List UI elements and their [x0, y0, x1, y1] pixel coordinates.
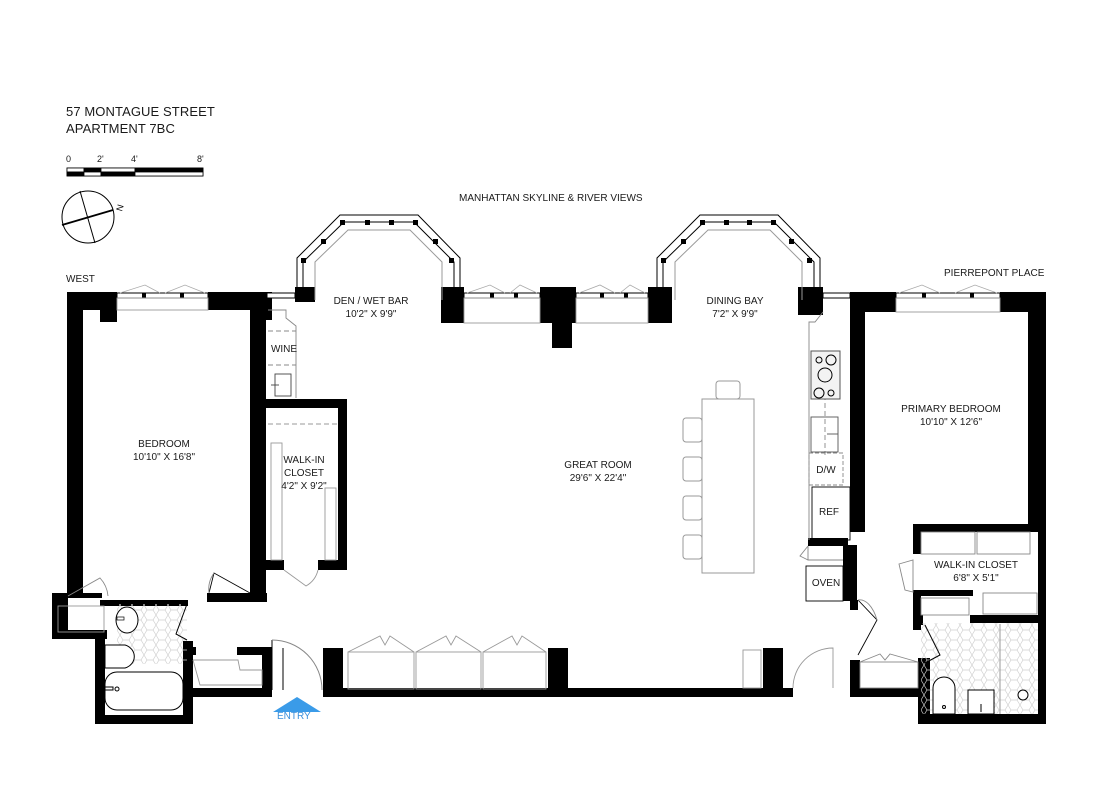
- walls: [52, 287, 1046, 724]
- wine-label: WINE: [270, 344, 298, 355]
- primary-bedroom-label: PRIMARY BEDROOM 10'10" X 12'6": [901, 403, 1001, 429]
- primary-closet-name: WALK-IN CLOSET: [933, 560, 1019, 571]
- walkin-closet-size: 4'2" X 9'2": [281, 481, 327, 492]
- great-room-label: GREAT ROOM 29'6" X 22'4": [564, 459, 631, 485]
- dining-size: 7'2" X 9'9": [712, 309, 758, 320]
- scale-tick-2: 2': [97, 154, 104, 164]
- primary-bedroom-name: PRIMARY BEDROOM: [901, 404, 1001, 415]
- kitchen-island: [682, 380, 755, 574]
- dishwasher-label: D/W: [816, 465, 836, 476]
- wet-bar: [268, 309, 297, 398]
- kitchen-counter: [799, 311, 851, 602]
- den-name: DEN / WET BAR: [333, 296, 409, 307]
- dining-name: DINING BAY: [706, 296, 764, 307]
- dining-label: DINING BAY 7'2" X 9'9": [706, 295, 763, 321]
- entry-label: ENTRY: [277, 711, 311, 722]
- great-room-size: 29'6" X 22'4": [569, 473, 627, 484]
- window-sash-lines: [119, 284, 998, 294]
- bedroom-doors: [67, 572, 251, 597]
- entry-arrow-icon: [273, 697, 321, 712]
- west-label: WEST: [66, 274, 95, 285]
- primary-closet-label: WALK-IN CLOSET 6'8" X 5'1": [934, 559, 1018, 585]
- cooktop: [810, 350, 841, 400]
- view-label: MANHATTAN SKYLINE & RIVER VIEWS: [459, 193, 643, 204]
- bedroom-name: BEDROOM: [138, 439, 190, 450]
- walkin-closet-name2: CLOSET: [283, 468, 325, 479]
- svg-text:N: N: [114, 203, 125, 212]
- den-size: 10'2" X 9'9": [345, 309, 397, 320]
- entry-door: [271, 639, 323, 691]
- refrigerator-label: REF: [819, 507, 839, 518]
- den-bay-window: [296, 214, 461, 300]
- bedroom-label: BEDROOM 10'10" X 16'8": [133, 438, 195, 464]
- window-seat-cabinets: [347, 635, 834, 690]
- primary-closet-size: 6'8" X 5'1": [953, 573, 999, 584]
- scale-tick-8: 8': [197, 154, 204, 164]
- scale-tick-0: 0: [66, 154, 72, 164]
- dining-bay-window: [656, 214, 821, 300]
- west-bath-fixtures: [104, 603, 188, 711]
- primary-bath-fixtures: [924, 624, 1029, 715]
- address-title: 57 MONTAGUE STREET: [66, 104, 215, 119]
- scale-bar-graphic: [66, 167, 204, 177]
- oven-label: OVEN: [811, 578, 841, 589]
- walkin-closet-name1: WALK-IN: [283, 455, 325, 466]
- bedroom-size: 10'10" X 16'8": [132, 452, 196, 463]
- great-room-name: GREAT ROOM: [564, 460, 632, 471]
- den-label: DEN / WET BAR 10'2" X 9'9": [334, 295, 409, 321]
- pierrepont-label: PIERREPONT PLACE: [944, 268, 1045, 279]
- compass-icon: N: [61, 190, 126, 244]
- unit-title: APARTMENT 7BC: [66, 121, 175, 136]
- walkin-closet-label: WALK-IN CLOSET 4'2" X 9'2": [281, 454, 326, 493]
- walkin-closet-shelves: [268, 423, 337, 587]
- scale-tick-4: 4': [131, 154, 138, 164]
- primary-bedroom-size: 10'10" X 12'6": [919, 417, 983, 428]
